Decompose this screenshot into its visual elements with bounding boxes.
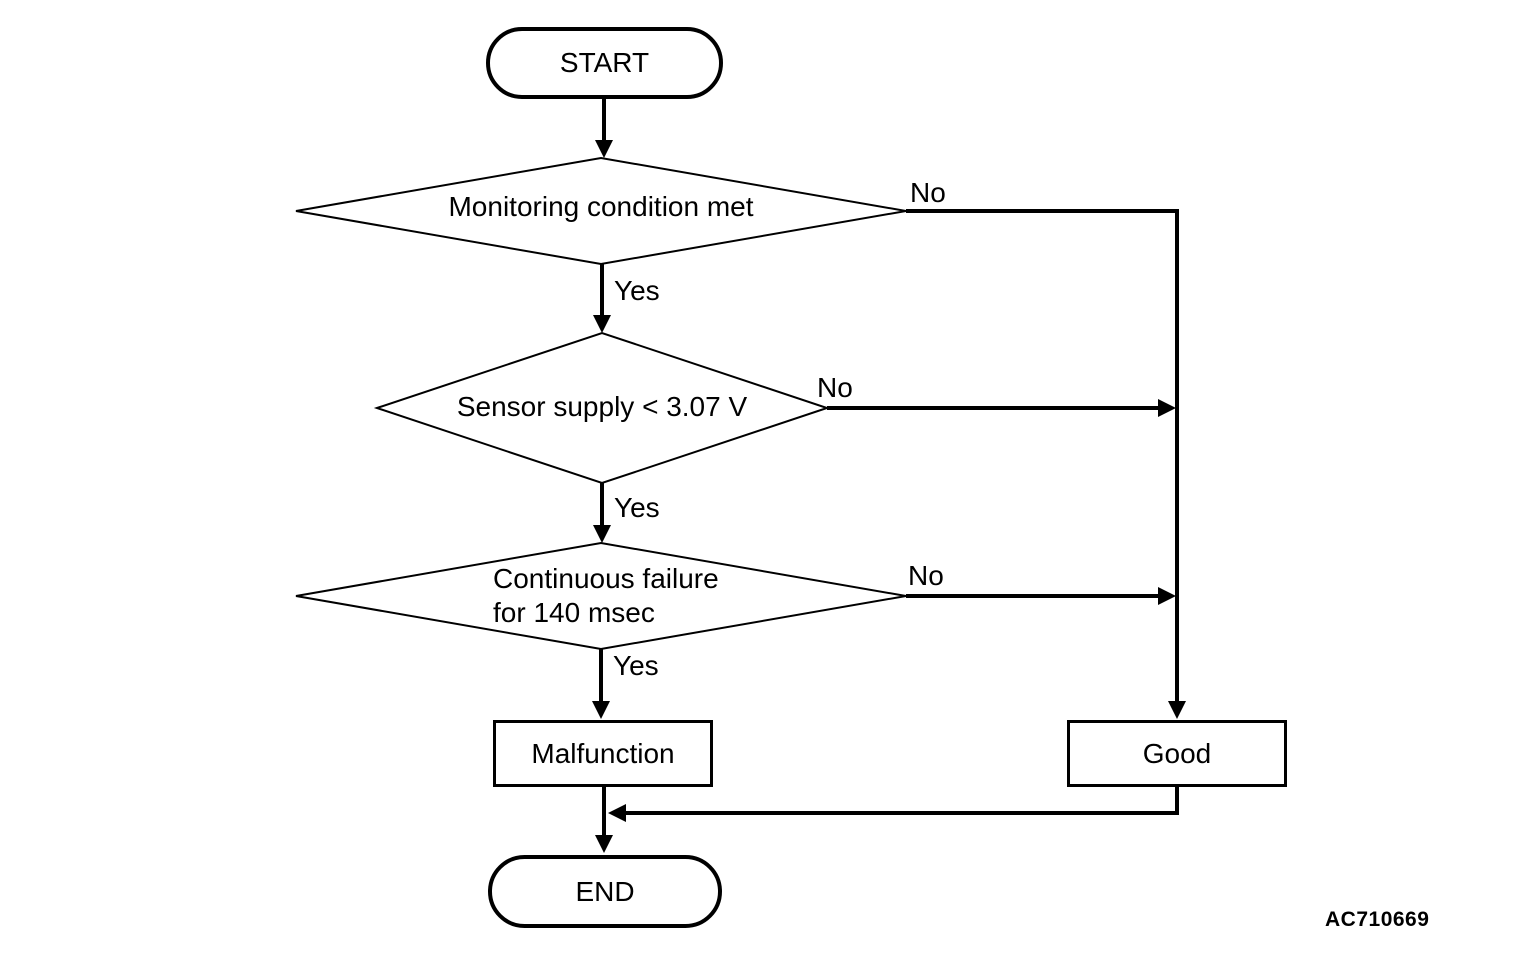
decision-monitoring-label: Monitoring condition met — [448, 191, 754, 222]
label-monitoring-no: No — [910, 177, 946, 208]
node-good: Good — [1067, 720, 1287, 787]
edge-line — [906, 209, 1179, 702]
decision-continuous-line1: Continuous failure — [493, 563, 719, 594]
arrowhead-right-icon — [1158, 587, 1176, 605]
node-start-label: START — [559, 47, 650, 78]
label-sensor-no: No — [817, 372, 853, 403]
node-malfunction-label: Malfunction — [531, 737, 675, 769]
edge-malfunction-end — [595, 786, 613, 853]
arrowhead-right-icon — [1158, 399, 1176, 417]
arrowhead-left-icon — [608, 804, 626, 822]
node-end: END — [488, 855, 722, 928]
decision-continuous-label: Continuous failure for 140 msec — [493, 562, 719, 630]
edge-good-end — [608, 786, 1179, 822]
decision-continuous-line2: for 140 msec — [493, 597, 655, 628]
arrowhead-down-icon — [592, 701, 610, 719]
node-malfunction: Malfunction — [493, 720, 713, 787]
edge-monitoring-no — [906, 209, 1186, 719]
edge-line — [625, 786, 1179, 815]
node-good-label: Good — [1142, 737, 1212, 769]
label-monitoring-yes: Yes — [614, 275, 660, 306]
edge-start-monitoring — [595, 97, 613, 158]
arrowhead-down-icon — [593, 315, 611, 333]
label-continuous-yes: Yes — [613, 650, 659, 681]
arrowhead-down-icon — [595, 140, 613, 158]
arrowhead-down-icon — [595, 835, 613, 853]
edge-sensor-yes — [593, 482, 611, 543]
edge-continuous-no — [906, 587, 1176, 605]
edge-sensor-no — [827, 399, 1176, 417]
label-sensor-yes: Yes — [614, 492, 660, 523]
figure-code: AC710669 — [1325, 908, 1430, 931]
arrowhead-down-icon — [593, 525, 611, 543]
edge-continuous-yes — [592, 648, 610, 719]
node-end-label: END — [575, 875, 635, 907]
arrowhead-down-icon — [1168, 701, 1186, 719]
edge-monitoring-yes — [593, 263, 611, 333]
label-continuous-no: No — [908, 560, 944, 591]
node-start: START — [486, 27, 723, 99]
decision-sensor-label: Sensor supply < 3.07 V — [456, 391, 748, 422]
